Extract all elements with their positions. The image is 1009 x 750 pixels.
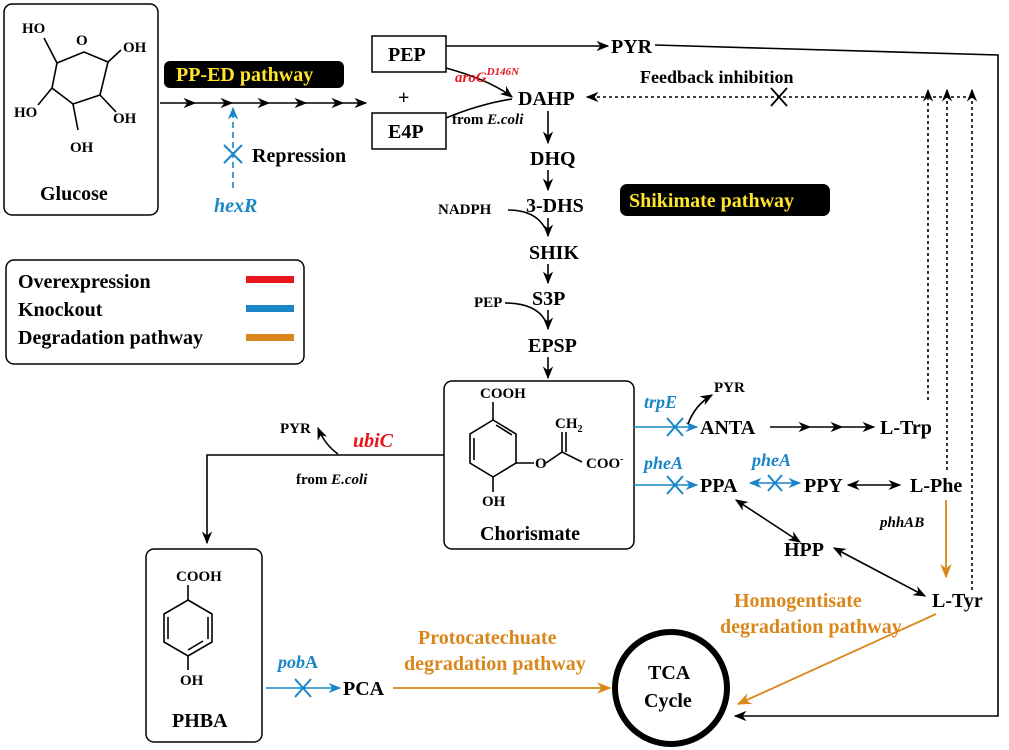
chorismate-coo-sup: - [620, 454, 623, 465]
legend-label-overexpression: Overexpression [18, 271, 151, 293]
pyr-trpe-label: PYR [714, 380, 745, 396]
phba-label: PHBA [172, 710, 228, 732]
svg-text:COO-: COO- [586, 454, 624, 472]
hexr-gene: hexR [214, 195, 257, 217]
pep-box [371, 35, 447, 73]
epsp-label: EPSP [528, 335, 577, 357]
protocatechuate-label-1: Protocatechuate [418, 627, 557, 649]
chorismate-to-phba-arrow [201, 454, 444, 545]
pyr-trpe-side-arrow [687, 394, 714, 425]
pyr-ubic-side-arrow [317, 426, 339, 455]
pyr-to-tca-line [654, 44, 999, 722]
feedback-dashed-lines [922, 88, 978, 590]
glucose-oh-bottom: OH [70, 140, 94, 156]
chorismate-ch2-sub: 2 [578, 424, 583, 435]
pep2-join-arrow [504, 302, 546, 321]
chorismate-box: COOH CH2 O COO- OH Chorismate [443, 380, 635, 550]
e4p-box [371, 112, 447, 150]
poba-gene: pobA [276, 652, 318, 672]
chorismate-label: Chorismate [480, 523, 580, 545]
phea-knockout-mark-1 [666, 475, 684, 495]
ppa-label: PPA [700, 475, 738, 497]
legend-label-knockout: Knockout [18, 299, 103, 321]
lphe-label: L-Phe [910, 475, 962, 497]
phba-box: COOH OH PHBA [145, 548, 263, 743]
shikimate-label: Shikimate pathway [629, 190, 794, 212]
tca-label-2: Cycle [644, 690, 692, 712]
ltyr-label: L-Tyr [932, 590, 983, 612]
hpp-label: HPP [784, 539, 824, 561]
chorismate-cooh: COOH [480, 386, 526, 402]
tca-label-1: TCA [648, 662, 691, 684]
nadph-join-arrow [507, 209, 546, 229]
glucose-ring-o: O [76, 33, 88, 49]
hexr-knockout-mark [223, 144, 243, 164]
feedback-block-mark [770, 87, 788, 107]
s3p-label: S3P [532, 288, 565, 310]
shik-label: SHIK [529, 242, 579, 264]
legend-swatch-overexpression [246, 276, 294, 283]
poba-knockout-mark [294, 678, 312, 698]
legend-swatch-knockout [246, 305, 294, 312]
phba-structure [163, 585, 213, 670]
ltyr-to-tca-arrow [736, 613, 937, 705]
homogentisate-label-2: degradation pathway [720, 616, 902, 638]
from-ecoli-ubic: from E.coli [296, 472, 368, 488]
e4p-label: E4P [388, 121, 424, 143]
chorismate-oh: OH [482, 494, 506, 510]
pp-ed-label-bg [164, 61, 344, 88]
pep2-label: PEP [474, 295, 502, 311]
dhq-label: DHQ [530, 148, 576, 170]
chorismate-ch2: CH [555, 416, 578, 432]
glucose-structure [37, 37, 122, 131]
legend-swatch-degradation [246, 334, 294, 341]
trpe-gene: trpE [644, 392, 677, 412]
trpe-knockout-mark [666, 417, 684, 437]
pyr-top-label: PYR [611, 36, 653, 58]
hpp-ltyr-arrow [832, 547, 927, 597]
repression-label: Repression [252, 145, 346, 167]
from-ecoli-arog: from E.coli [452, 112, 524, 128]
legend: Overexpression Knockout Degradation path… [5, 259, 305, 365]
tca-cycle-circle [612, 629, 730, 747]
feedback-inhibition-label: Feedback inhibition [640, 67, 794, 87]
svg-text:CH2: CH2 [555, 416, 583, 435]
phea-gene-1: pheA [642, 453, 683, 473]
chorismate-coo: COO [586, 456, 620, 472]
chorismate-structure [469, 402, 583, 492]
glucose-ho-top: HO [22, 21, 45, 37]
e4p-to-dahp-arrow [445, 98, 513, 119]
protocatechuate-label-2: degradation pathway [404, 653, 586, 675]
pp-ed-label: PP-ED pathway [176, 64, 313, 86]
ubic-gene: ubiC [353, 430, 394, 452]
pyr-ubic-label: PYR [280, 421, 311, 437]
glucose-label: Glucose [40, 183, 108, 205]
glucose-ho-left: HO [14, 105, 37, 121]
phea-gene-2: pheA [750, 450, 791, 470]
chorismate-o: O [535, 456, 547, 472]
dhs-label: 3-DHS [526, 195, 584, 217]
phhab-gene: phhAB [878, 515, 924, 531]
ppa-hpp-arrow [734, 499, 802, 543]
glucose-box: HO O OH HO OH OH Glucose [3, 3, 159, 216]
ltrp-label: L-Trp [880, 417, 932, 439]
dahp-label: DAHP [518, 88, 575, 110]
arog-gene: aroGD146N [455, 66, 520, 86]
phba-cooh: COOH [176, 569, 222, 585]
ppy-label: PPY [804, 475, 843, 497]
legend-label-degradation: Degradation pathway [18, 327, 203, 349]
shikimate-label-bg [620, 184, 830, 216]
anta-label: ANTA [700, 417, 756, 439]
pca-label: PCA [343, 678, 385, 700]
pep-to-dahp-arrow [445, 67, 514, 98]
nadph-label: NADPH [438, 202, 492, 218]
glucose-oh-right: OH [123, 40, 147, 56]
homogentisate-label-1: Homogentisate [734, 590, 862, 612]
phea-knockout-mark-2 [767, 474, 783, 492]
pep-label: PEP [388, 44, 426, 66]
glucose-oh-right2: OH [113, 111, 137, 127]
phba-oh: OH [180, 673, 204, 689]
plus-sign: + [398, 87, 409, 109]
